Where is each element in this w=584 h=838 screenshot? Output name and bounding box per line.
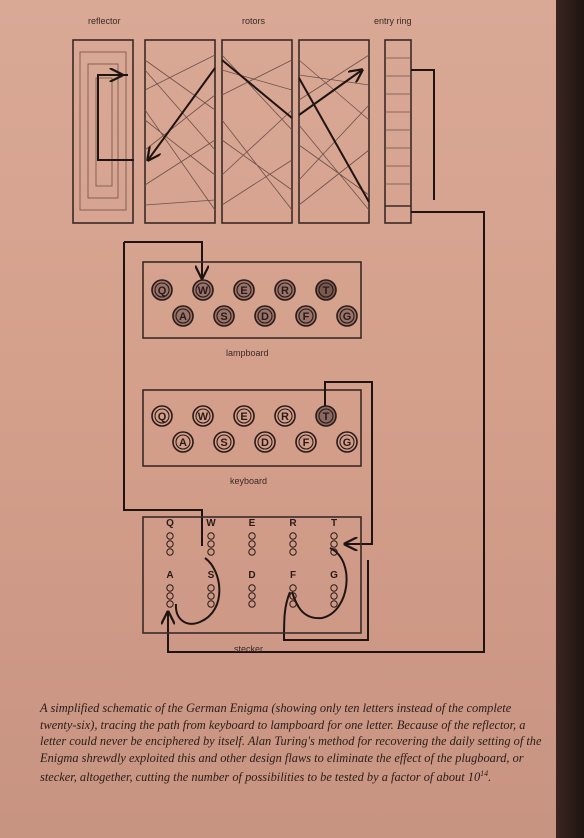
keyboard-key-label: G xyxy=(343,437,352,449)
stecker-letter: E xyxy=(249,518,256,529)
lamp-key-label: W xyxy=(198,285,209,297)
stecker-letter: D xyxy=(248,570,255,581)
keyboard-key-s: S xyxy=(213,431,235,453)
lamp-key-a: A xyxy=(172,305,194,327)
keyboard-key-label: S xyxy=(220,437,227,449)
caption-end: . xyxy=(488,770,492,785)
lamp-key-f: F xyxy=(295,305,317,327)
lamp-key-label: S xyxy=(220,311,227,323)
keyboard-key-t: T xyxy=(315,405,337,427)
keyboard-key-label: W xyxy=(198,411,209,423)
stecker-letter: F xyxy=(290,570,296,581)
stecker-letter: R xyxy=(289,518,297,529)
lamp-key-label: G xyxy=(343,311,352,323)
rotor-1 xyxy=(144,39,216,224)
lamp-key-label: A xyxy=(179,311,187,323)
stecker-socket-d: D xyxy=(248,570,256,608)
entry-ring xyxy=(384,39,412,224)
lampboard xyxy=(142,261,362,339)
stecker-letter: G xyxy=(330,570,338,581)
stecker-socket-a: A xyxy=(166,570,174,608)
keyboard-key-label: A xyxy=(179,437,187,449)
caption-text: A simplified schematic of the German Eni… xyxy=(40,701,542,785)
keyboard-key-g: G xyxy=(336,431,358,453)
stecker-socket-w: W xyxy=(206,518,216,556)
rotor-3 xyxy=(298,39,370,224)
lamp-key-w: W xyxy=(192,279,214,301)
rotors-label: rotors xyxy=(242,16,266,26)
keyboard-key-w: W xyxy=(192,405,214,427)
lamp-key-label: D xyxy=(261,311,269,323)
stecker-socket-q: Q xyxy=(166,518,174,556)
keyboard-key-f: F xyxy=(295,431,317,453)
stecker-socket-r: R xyxy=(289,518,297,556)
keyboard-key-label: D xyxy=(261,437,269,449)
lamp-key-s: S xyxy=(213,305,235,327)
keyboard-key-label: Q xyxy=(158,411,167,423)
lamp-key-label: R xyxy=(281,285,289,297)
stecker-letter: A xyxy=(166,570,173,581)
lamp-key-q: Q xyxy=(151,279,173,301)
keyboard-label: keyboard xyxy=(230,476,267,486)
keyboard-key-r: R xyxy=(274,405,296,427)
keyboard xyxy=(142,389,362,467)
lampboard-label: lampboard xyxy=(226,348,269,358)
keyboard-key-label: R xyxy=(281,411,289,423)
keyboard-key-e: E xyxy=(233,405,255,427)
keyboard-key-a: A xyxy=(172,431,194,453)
keyboard-key-q: Q xyxy=(151,405,173,427)
stecker-letter: S xyxy=(208,570,215,581)
reflector xyxy=(72,39,134,224)
lamp-key-label: T xyxy=(323,285,330,297)
keyboard-key-d: D xyxy=(254,431,276,453)
reflector-label: reflector xyxy=(88,16,121,26)
book-page xyxy=(0,0,556,838)
lamp-key-label: E xyxy=(240,285,247,297)
lamp-key-g: G xyxy=(336,305,358,327)
stecker-letter: T xyxy=(331,518,337,529)
stecker-socket-e: E xyxy=(248,518,256,556)
return-wire xyxy=(167,211,485,653)
keyboard-key-label: T xyxy=(323,411,330,423)
stecker-socket-s: S xyxy=(207,570,215,608)
stecker-label: stecker xyxy=(234,644,263,654)
rotor-2 xyxy=(221,39,293,224)
lamp-key-d: D xyxy=(254,305,276,327)
lamp-key-e: E xyxy=(233,279,255,301)
lamp-key-label: F xyxy=(303,311,310,323)
caption-exponent: 14 xyxy=(480,769,489,779)
stecker-socket-g: G xyxy=(330,570,338,608)
stecker xyxy=(142,516,362,634)
lamp-key-label: Q xyxy=(158,285,167,297)
keyboard-key-label: F xyxy=(303,437,310,449)
entry-ring-label: entry ring xyxy=(374,16,412,26)
keyboard-key-label: E xyxy=(240,411,247,423)
page-edge xyxy=(556,0,584,838)
lamp-key-t: T xyxy=(315,279,337,301)
lamp-key-r: R xyxy=(274,279,296,301)
stecker-letter: Q xyxy=(166,518,174,529)
stecker-socket-t: T xyxy=(330,518,338,556)
stecker-letter: W xyxy=(206,518,216,529)
figure-caption: A simplified schematic of the German Eni… xyxy=(40,700,545,786)
